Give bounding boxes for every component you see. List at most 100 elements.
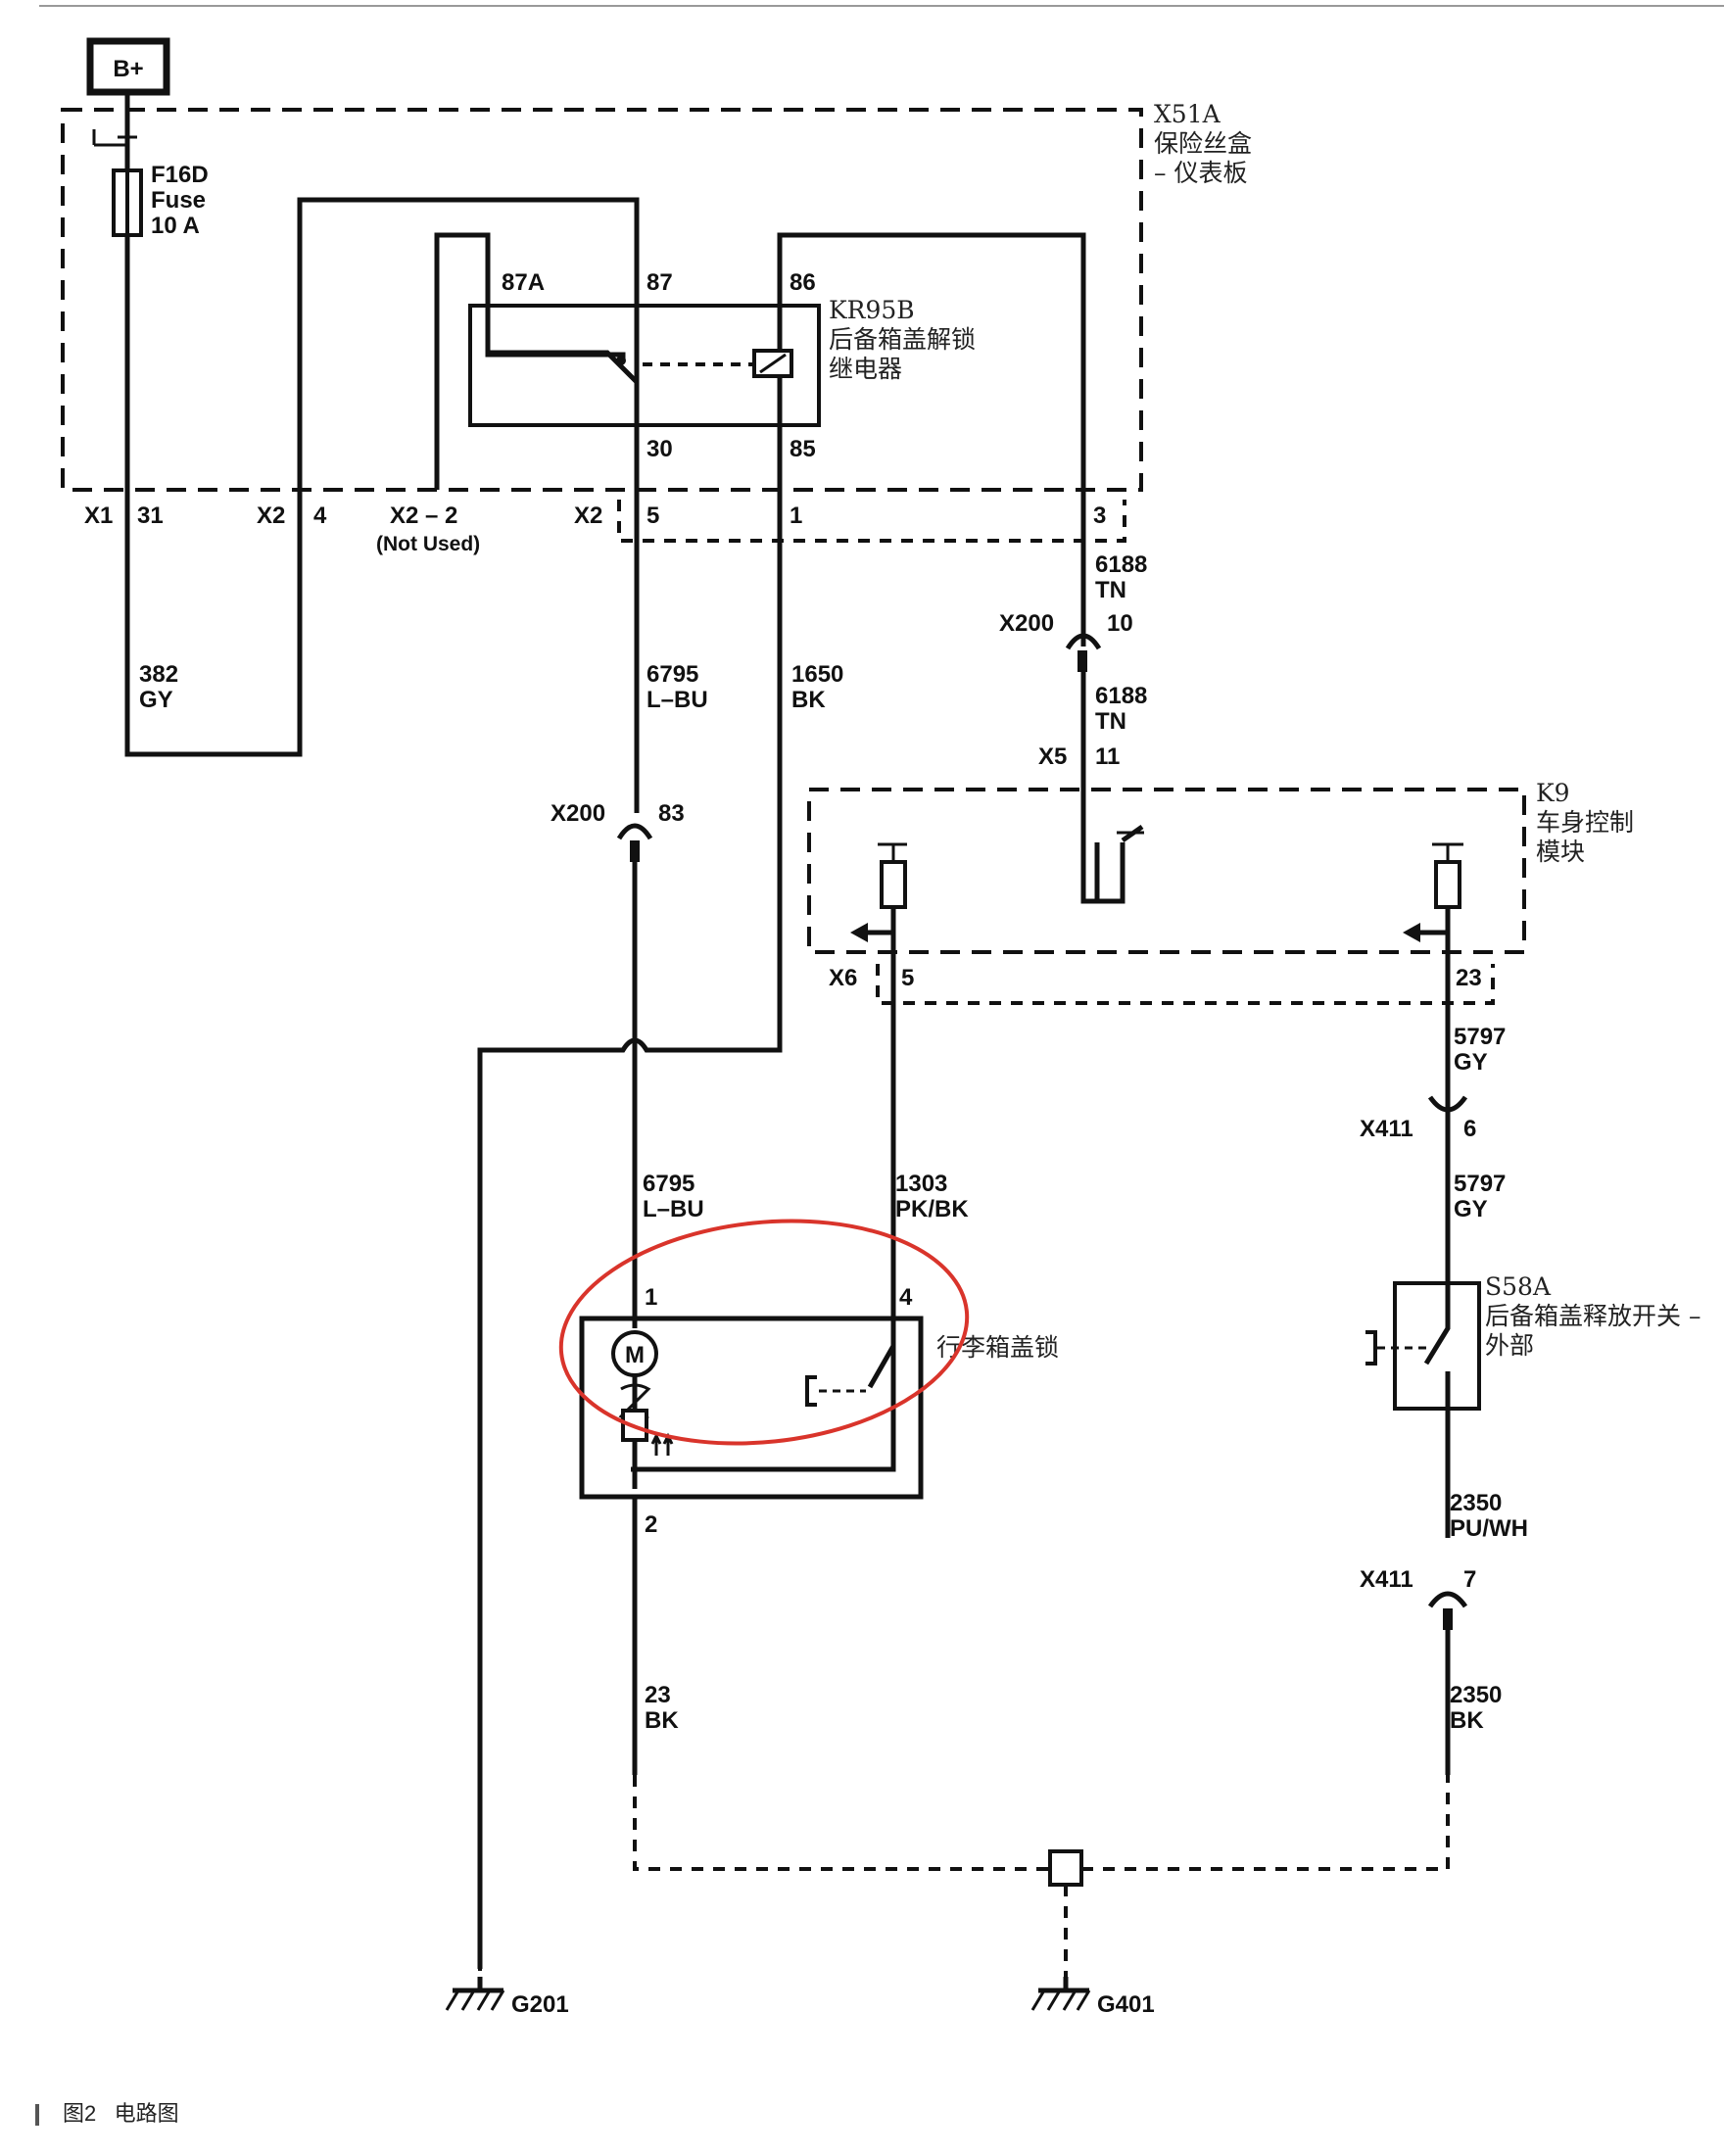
- relay-pin-87: 87: [646, 269, 673, 296]
- wire-6795a-label: 6795: [646, 661, 698, 688]
- trunk-lid-lock: M: [579, 1030, 924, 1500]
- wire-23-label: 23: [645, 1682, 671, 1708]
- wire-1303-color: PK/BK: [895, 1196, 969, 1222]
- ground-g401-label: G401: [1097, 1991, 1155, 2018]
- wire-6188b: [1080, 672, 1125, 904]
- bcm-name-line1: 车身控制: [1536, 808, 1634, 837]
- wire-382-loop: [124, 197, 640, 757]
- caption-bar: [35, 2104, 39, 2127]
- connector-x2-2: X2 – 2: [390, 503, 457, 529]
- figure-caption: 图2 电路图: [35, 2096, 179, 2128]
- x6-dashed: [876, 964, 1495, 1005]
- x411a-pin: 6: [1463, 1116, 1476, 1142]
- relay-id: KR95B: [829, 296, 915, 324]
- wire-382-color: GY: [139, 687, 173, 713]
- wire-2350b-label: 2350: [1450, 1682, 1502, 1708]
- switch-id: S58A: [1485, 1272, 1552, 1301]
- wire-1303: [631, 1029, 896, 1472]
- connector-pin-1: 1: [790, 503, 802, 529]
- wire-1650-label: 1650: [791, 661, 843, 688]
- lock-pin-2: 2: [645, 1511, 657, 1538]
- bcm-id: K9: [1536, 779, 1570, 807]
- wire-6188-path: [777, 232, 1086, 647]
- relay-pin-85: 85: [790, 436, 816, 462]
- relay-name-line1: 后备箱盖解锁: [829, 325, 976, 354]
- fuse-box-outline: [61, 108, 1143, 492]
- x6-pin: 5: [901, 965, 914, 991]
- relay-pin-86: 86: [790, 269, 816, 296]
- wire-5797b-label: 5797: [1454, 1171, 1506, 1197]
- lock-name: 行李箱盖锁: [936, 1333, 1059, 1362]
- battery-positive-terminal: B+: [86, 37, 170, 96]
- relay-pin-87a: 87A: [502, 269, 545, 296]
- bcm-input-left: [850, 842, 907, 1029]
- connector-x2b: X2: [574, 503, 602, 529]
- connector-x1-pin: 31: [137, 503, 164, 529]
- wire-6188b-label: 6188: [1095, 683, 1147, 709]
- relay-pin-30: 30: [646, 436, 673, 462]
- x411b-pin: 7: [1463, 1566, 1476, 1593]
- ground-splice-dashed: [633, 1775, 1450, 1871]
- wire-6795a-color: L–BU: [646, 687, 708, 713]
- connector-x2b-pin: 5: [646, 503, 659, 529]
- lock-pin-1: 1: [645, 1284, 657, 1311]
- relay-name-line2: 继电器: [829, 355, 902, 383]
- fuse-box-name-line2: – 仪表板: [1154, 159, 1247, 187]
- wire-5797a-color: GY: [1454, 1049, 1488, 1076]
- lock-motor-symbol: M: [625, 1342, 645, 1368]
- wire-382-label: 382: [139, 661, 178, 688]
- bcm-input-right: [1403, 842, 1463, 1273]
- x411a-label: X411: [1360, 1116, 1413, 1142]
- connector-x2a-pin: 4: [313, 503, 327, 529]
- x5-pin: 11: [1095, 743, 1120, 770]
- fuse-id: F16D: [151, 162, 209, 188]
- lock-pin-4: 4: [899, 1284, 913, 1311]
- highlight-ellipse: [558, 1219, 970, 1446]
- connector-x1: X1: [84, 503, 113, 529]
- ground-splice: [1048, 1849, 1083, 1887]
- x200a-label: X200: [999, 610, 1054, 637]
- wire-6188b-color: TN: [1095, 708, 1126, 735]
- ground-g401-symbol: [1030, 1977, 1091, 2011]
- wire-5797a-label: 5797: [1454, 1024, 1506, 1050]
- x200a-connector: [1065, 633, 1102, 650]
- x200b-pin: 83: [658, 800, 685, 827]
- wire-6795b-color: L–BU: [643, 1196, 704, 1222]
- trunk-release-switch: [1365, 1273, 1481, 1538]
- ground-g201-symbol: [445, 1977, 505, 2011]
- fuse-f16d: F16D Fuse 10 A: [92, 129, 209, 239]
- wire-1303-label: 1303: [895, 1171, 947, 1197]
- fuse-box-id: X51A: [1154, 100, 1221, 128]
- bcm-name-line2: 模块: [1536, 838, 1585, 866]
- wire-6188a-color: TN: [1095, 577, 1126, 603]
- wire-6188a-label: 6188: [1095, 551, 1147, 578]
- x200a-pin: 10: [1107, 610, 1133, 637]
- connector-x2-dashed: [617, 500, 1126, 543]
- wire-2350a-label: 2350: [1450, 1490, 1502, 1516]
- wire-1650-to-g201: [477, 490, 783, 1969]
- switch-name-line2: 外部: [1485, 1331, 1534, 1360]
- figure-number: 图2: [63, 2101, 97, 2126]
- connector-x2a: X2: [257, 503, 285, 529]
- bcm-pin-23: 23: [1456, 965, 1482, 991]
- wire-87a-stub: [434, 232, 626, 490]
- fuse-box-name-line1: 保险丝盒: [1154, 129, 1252, 158]
- figure-title: 电路图: [114, 2101, 179, 2126]
- battery-label: B+: [113, 56, 143, 82]
- x5-label: X5: [1038, 743, 1067, 770]
- wire-6795b-label: 6795: [643, 1171, 694, 1197]
- wire-2350b-color: BK: [1450, 1707, 1484, 1734]
- x411b-label: X411: [1360, 1566, 1413, 1593]
- x411b-connector: [1427, 1591, 1468, 1608]
- x6-label: X6: [829, 965, 857, 991]
- fuse-word: Fuse: [151, 187, 206, 214]
- x200b-label: X200: [551, 800, 605, 827]
- wire-23-color: BK: [645, 1707, 679, 1734]
- wire-1650-color: BK: [791, 687, 826, 713]
- connector-not-used: (Not Used): [376, 533, 480, 555]
- bcm-outline: [807, 788, 1526, 954]
- switch-name-line1: 后备箱盖释放开关 –: [1485, 1302, 1700, 1330]
- fuse-rating: 10 A: [151, 213, 200, 239]
- x200b-connector: [616, 823, 653, 840]
